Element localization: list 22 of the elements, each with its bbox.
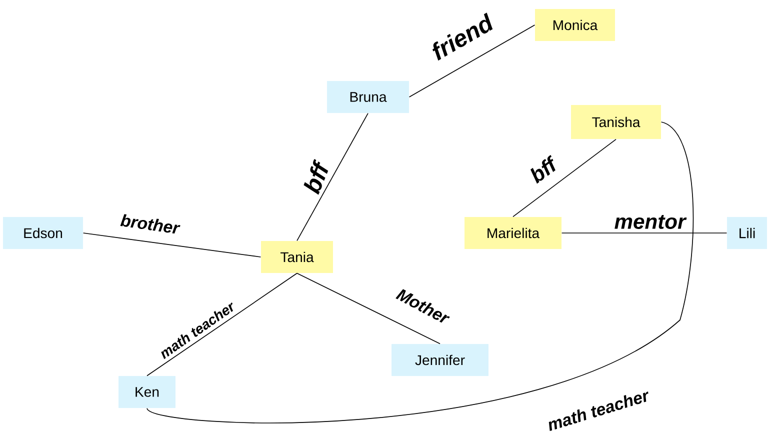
connector-line [296,112,368,242]
connector-line [82,232,262,258]
person-box: Jennifer [392,344,488,376]
person-box: Marielita [464,217,562,249]
person-box: Ken [118,376,176,408]
person-box: Edson [3,217,83,249]
connector-line [146,122,694,424]
edge-label: bff [304,159,328,195]
edge-label: math teacher [548,392,648,432]
connector-line [512,138,616,218]
connector-line [146,272,298,376]
person-box: Monica [535,9,615,41]
person-box: Tania [261,241,333,273]
person-box: Tanisha [571,105,661,139]
person-box: Bruna [327,81,409,113]
connector-line [296,272,440,344]
edge-label: bff [530,155,556,184]
edge-label: mentor [614,215,687,229]
connector-line [408,24,536,98]
connector-line [561,232,728,234]
edge-label: brother [120,214,180,234]
person-box: Lili [727,217,768,249]
